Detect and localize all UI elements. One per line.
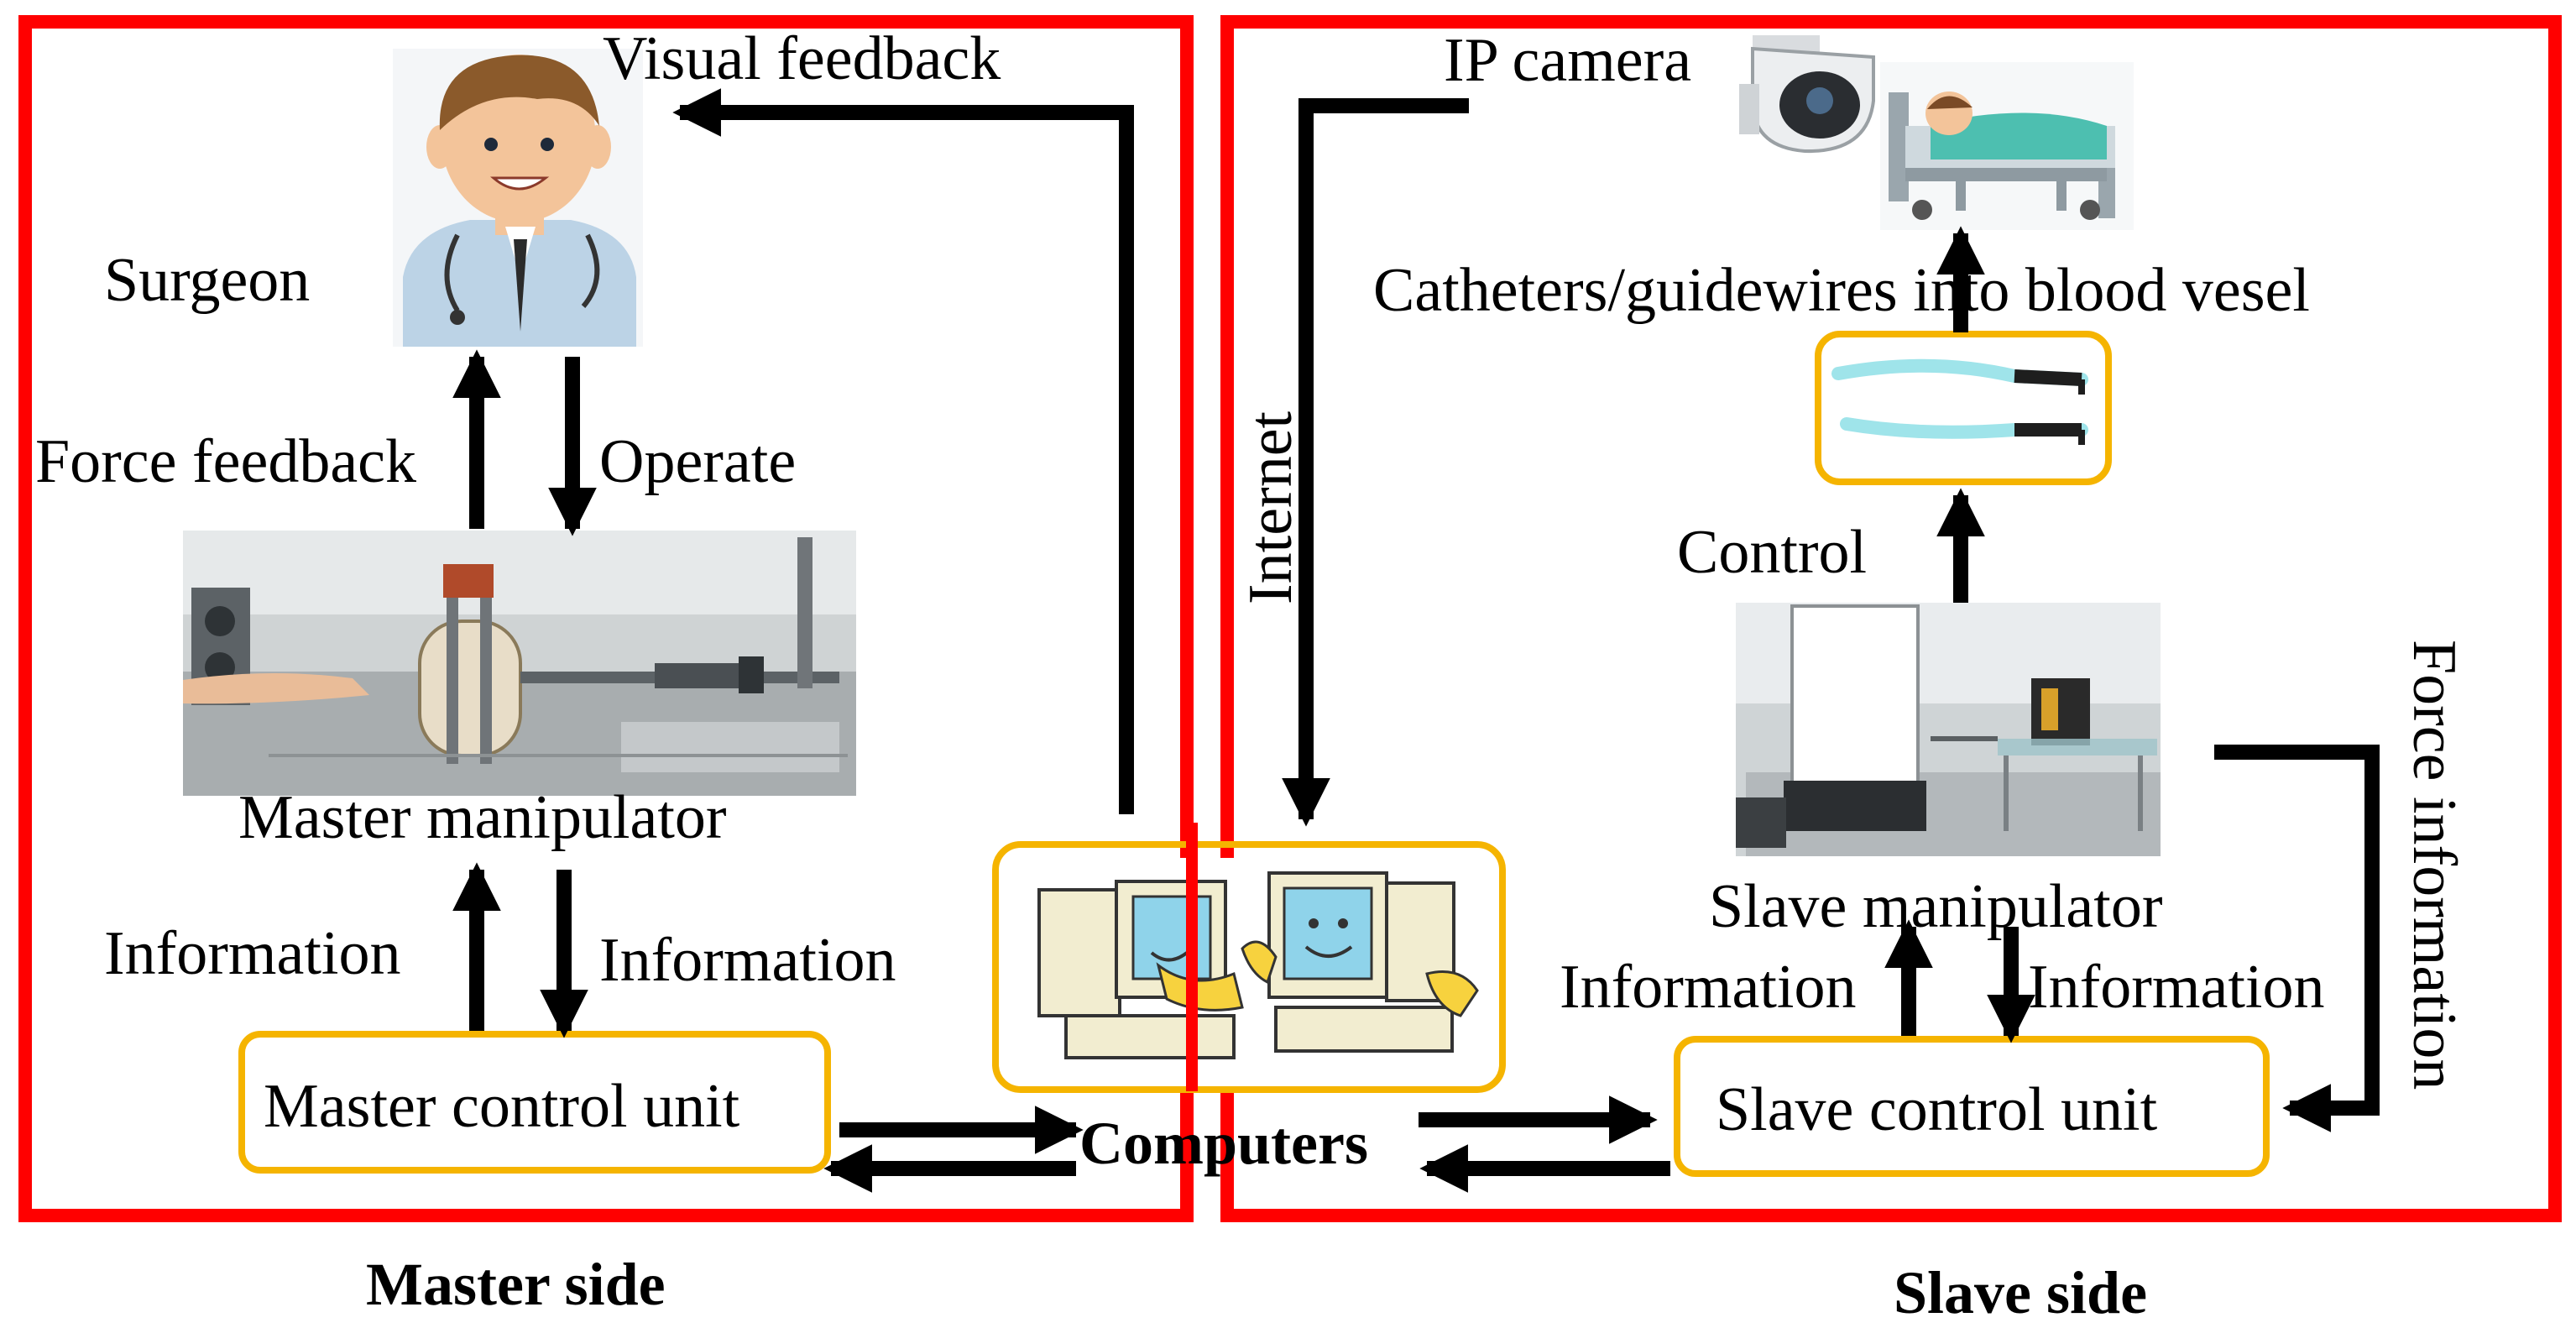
slave-manipulator-label: Slave manipulator <box>1709 872 2162 941</box>
slave-control-unit-box <box>1674 1036 2270 1177</box>
master-control-unit-box <box>238 1031 831 1174</box>
slave-control-unit-label: Slave control unit <box>1716 1075 2158 1144</box>
force-feedback-label: Force feedback <box>35 427 416 496</box>
slave-side-region <box>1220 15 2562 1222</box>
internet-label: Internet <box>1236 410 1305 604</box>
master-manipulator-photo <box>183 531 856 796</box>
control-label: Control <box>1677 518 1867 587</box>
catheters-icon <box>1815 331 2112 485</box>
force-information-arrow <box>2214 745 2380 1132</box>
computers-box <box>992 841 1506 1093</box>
master-information-down-label: Information <box>599 926 896 995</box>
visual-feedback-arrow <box>672 88 1134 814</box>
computers-label: Computers <box>1079 1110 1368 1177</box>
surgeon-label: Surgeon <box>104 246 310 315</box>
arrows <box>452 88 2380 1193</box>
surgeon-icon <box>393 49 643 347</box>
visual-feedback-label: Visual feedback <box>603 24 1001 93</box>
catheters-label: Catheters/guidewires into blood vesel <box>1373 256 2310 325</box>
slave-information-down-label: Information <box>2028 953 2324 1022</box>
patient-bed-icon <box>1880 62 2134 230</box>
computers-icon <box>1029 858 1511 1086</box>
master-side-label: Master side <box>366 1251 666 1318</box>
operate-label: Operate <box>599 427 796 496</box>
slave-side-label: Slave side <box>1894 1259 2147 1326</box>
slave-information-up-label: Information <box>1560 953 1856 1022</box>
master-manipulator-label: Master manipulator <box>238 783 727 852</box>
master-information-up-label: Information <box>104 919 400 988</box>
ip-camera-icon <box>1739 35 1875 154</box>
slave-manipulator-photo <box>1736 603 2161 856</box>
master-control-unit-label: Master control unit <box>264 1072 740 1141</box>
master-side-region <box>18 15 1194 1222</box>
internet-arrow <box>1282 98 1469 827</box>
computers-divider <box>1186 823 1198 1091</box>
force-information-label: Force information <box>2400 640 2469 1090</box>
ip-camera-label: IP camera <box>1444 26 1691 95</box>
